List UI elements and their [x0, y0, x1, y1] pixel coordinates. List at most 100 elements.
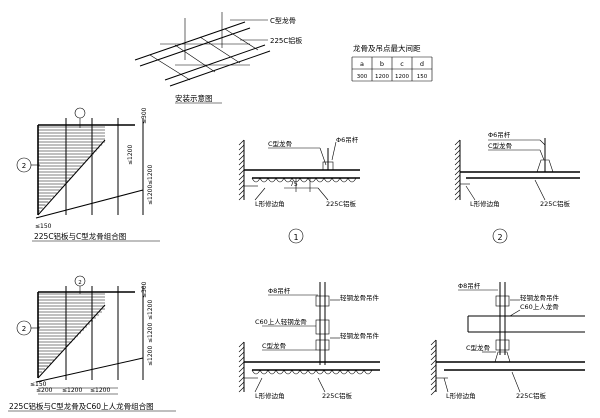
wall-hatch: [454, 144, 461, 151]
detail2-number: 2: [497, 233, 502, 242]
table-header-d: d: [420, 60, 424, 68]
wall-hatch: [238, 159, 245, 166]
wall-hatch: [238, 381, 245, 388]
plan2-callout-number: 2: [22, 325, 26, 333]
wall-hatch: [238, 194, 245, 201]
wall-hatch: [430, 374, 437, 381]
wall-hatch: [454, 164, 461, 171]
wall-hatch: [238, 184, 245, 191]
wall-hatch: [454, 194, 461, 201]
wall-hatch: [430, 359, 437, 366]
spacing-table-title: 龙骨及吊点最大间距: [353, 43, 421, 53]
spacing-table: [351, 56, 433, 82]
plan2-dim-7: ≤1200: [62, 387, 82, 394]
detail2-drawing: [454, 138, 580, 201]
wall-hatch: [430, 379, 437, 386]
detail2-label-board: 225C铝板: [540, 199, 570, 208]
table-header-b: b: [380, 60, 384, 68]
wall-hatch: [454, 189, 461, 196]
detail2-number-circle: [492, 228, 508, 244]
wall-hatch: [454, 184, 461, 191]
wall-hatch: [238, 341, 245, 348]
plan2-drawing: 2: [35, 275, 144, 395]
wall-hatch: [430, 364, 437, 371]
wall-hatch: [430, 369, 437, 376]
detail4-label-hanger: 轻钢龙骨吊件: [520, 293, 560, 302]
plan1-dim-3: ≤1200: [147, 165, 154, 185]
wall-hatch: [238, 144, 245, 151]
detail3-label-edge: L形修边角: [255, 391, 285, 400]
wall-hatch: [238, 356, 245, 363]
wall-hatch: [238, 346, 245, 353]
detail1-number-circle: [288, 228, 304, 244]
wall-hatch: [238, 174, 245, 181]
wall-hatch: [238, 164, 245, 171]
plan1-dim-5: ≤150: [35, 223, 52, 230]
wall-hatch: [238, 351, 245, 358]
plan2-dim-5: ≤150: [30, 381, 47, 388]
detail3-label-hanger2: 轻钢龙骨吊件: [340, 331, 380, 340]
wall-hatch: [238, 376, 245, 383]
detail1-label-edge: L形修边角: [255, 199, 285, 208]
wall-hatch: [454, 174, 461, 181]
wall-hatch: [454, 169, 461, 176]
plan1-caption: 225C铝板与C型龙骨组合图: [34, 231, 126, 241]
plan1-dim-4: ≤1200: [147, 185, 154, 205]
plan2-caption: 225C铝板与C型龙骨及C60上人龙骨组合图: [9, 401, 154, 411]
detail1-number: 1: [293, 233, 298, 242]
detail2-label-c: C型龙骨: [488, 141, 512, 150]
plan2-dim-6: ≤200: [36, 387, 53, 394]
table-header-c: c: [400, 60, 404, 68]
plan2-dim-8: ≤1200: [90, 387, 110, 394]
table-value-d: 150: [417, 74, 428, 80]
wall-hatch: [430, 384, 437, 391]
detail3-label-c: C型龙骨: [262, 341, 286, 350]
wall-hatch: [430, 339, 437, 346]
detail4-label-board: 225C铝板: [516, 391, 546, 400]
wall-hatch: [238, 189, 245, 196]
wall-hatch: [430, 389, 437, 396]
wall-hatch: [454, 149, 461, 156]
wall-hatch: [238, 371, 245, 378]
plan1-drawing: [35, 107, 144, 219]
table-header-a: a: [360, 60, 364, 68]
detail1-label-c: C型龙骨: [268, 139, 292, 148]
detail4-label-c: C型龙骨: [466, 343, 490, 352]
wall-hatch: [430, 349, 437, 356]
plan2-dim-3: ≤1200: [147, 323, 154, 343]
detail1-label-rod: Φ6吊杆: [336, 135, 359, 144]
table-value-c: 1200: [395, 74, 409, 80]
install-label-board: 225C铝板: [270, 36, 302, 45]
install-sketch: [134, 12, 271, 87]
detail2-label-edge: L形修边角: [470, 199, 500, 208]
table-value-a: 300: [357, 74, 368, 80]
plan2-dim-1: ≤300: [141, 281, 148, 298]
wall-hatch: [238, 149, 245, 156]
plan2-dim-2: ≤1200: [147, 300, 154, 320]
wall-hatch: [430, 344, 437, 351]
wall-hatch: [238, 139, 245, 146]
wall-hatch: [238, 386, 245, 393]
table-value-b: 1200: [375, 74, 389, 80]
detail1-dim: 75: [290, 181, 298, 188]
wall-hatch: [454, 159, 461, 166]
wall-hatch: [454, 139, 461, 146]
detail3-label-rod: Φ8吊杆: [268, 286, 291, 295]
detail2-label-rod: Φ6吊杆: [488, 130, 511, 139]
plan2-dim-4: ≤1200: [147, 346, 154, 366]
plan2-callout-top: 2: [78, 280, 82, 286]
wall-hatch: [454, 179, 461, 186]
wall-hatch: [430, 354, 437, 361]
install-caption: 安装示意图: [175, 93, 213, 103]
wall-hatch: [238, 366, 245, 373]
plan1-dim-1: ≤300: [141, 107, 148, 124]
detail4-drawing: [430, 282, 585, 396]
detail1-label-board: 225C铝板: [326, 199, 356, 208]
detail3-drawing: [238, 282, 380, 393]
wall-hatch: [454, 154, 461, 161]
install-label-c: C型龙骨: [270, 16, 296, 25]
detail1-drawing: [238, 139, 360, 201]
detail4-label-edge: L形修边角: [446, 391, 476, 400]
